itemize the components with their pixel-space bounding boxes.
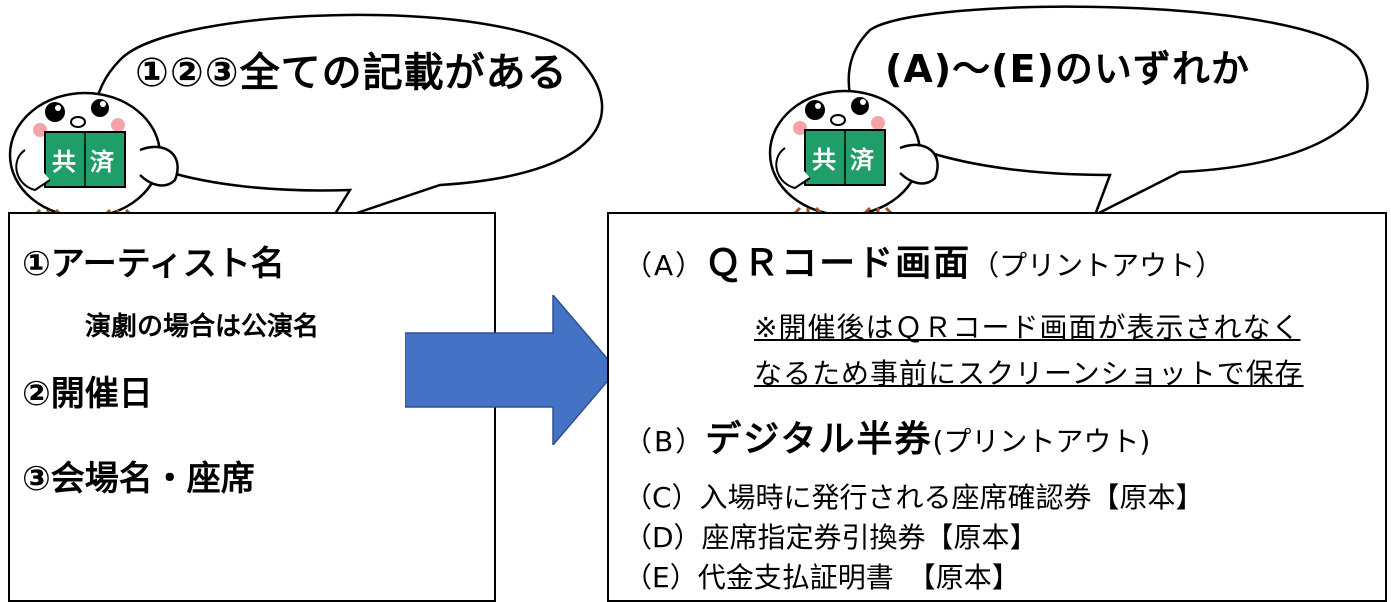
right-options-box: （A）ＱＲコード画面（プリントアウト） ※開催後はＱＲコード画面が表示されなく … [607, 212, 1387, 602]
right-bubble-text: (A)～(E)のいずれか [885, 47, 1250, 91]
option-b-paren: (プリントアウト) [932, 425, 1151, 458]
svg-text:済: 済 [850, 146, 875, 174]
svg-text:済: 済 [90, 148, 115, 176]
option-d-line: （D）座席指定券引換券【原本】 [624, 521, 1038, 554]
option-b-line: （B）デジタル半券(プリントアウト) [624, 410, 1150, 462]
left-requirements-box: ①アーティスト名 演劇の場合は公演名 ②開催日 ③会場名・座席 [8, 212, 496, 602]
mascot-bird-left: 共 済 [8, 91, 179, 219]
item-artist-note: 演劇の場合は公演名 [85, 312, 320, 342]
option-a-paren: （プリントアウト） [971, 249, 1224, 282]
item-event-date: ②開催日 [22, 374, 153, 414]
option-a-note-line2: なるため事前にスクリーンショットで保存 [754, 357, 1304, 390]
svg-text:共: 共 [52, 148, 76, 176]
option-a-line: （A）ＱＲコード画面（プリントアウト） [624, 234, 1223, 286]
item-venue-seat: ③会場名・座席 [22, 459, 255, 499]
option-b-prefix: （B） [624, 425, 706, 458]
left-bubble-text: ①②③全ての記載がある [135, 50, 568, 96]
option-a-main: ＱＲコード画面 [705, 243, 972, 284]
option-c-line: （C）入場時に発行される座席確認券【原本】 [624, 481, 1204, 514]
item-artist-name: ①アーティスト名 [22, 244, 285, 284]
mascot-bird-right: 共 済 [768, 89, 939, 217]
svg-text:共: 共 [812, 146, 836, 174]
option-a-note-line1: ※開催後はＱＲコード画面が表示されなく [754, 311, 1301, 344]
option-b-main: デジタル半券 [705, 419, 933, 460]
right-arrow-icon [405, 295, 618, 445]
option-a-prefix: （A） [624, 249, 706, 282]
option-e-line: （E）代金支払証明書 【原本】 [624, 561, 1020, 594]
